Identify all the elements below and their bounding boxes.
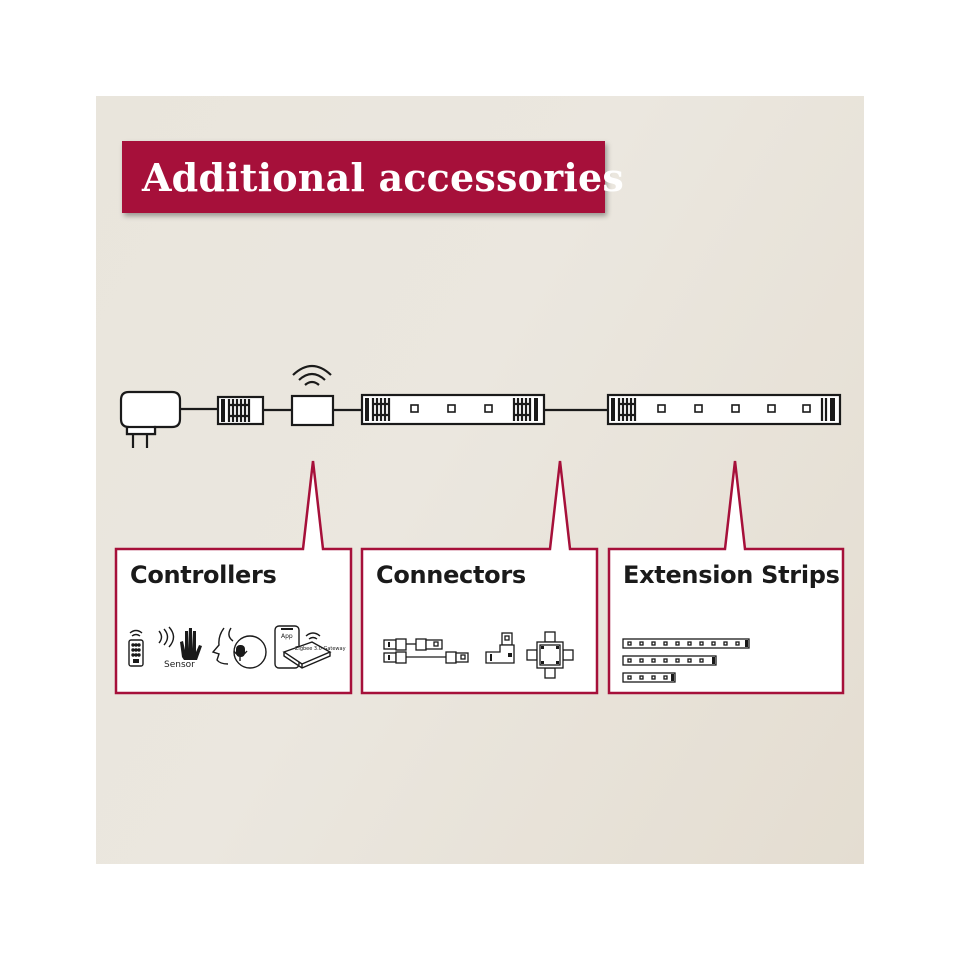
extension-strip-icon — [622, 672, 676, 683]
system-line — [119, 364, 842, 448]
voice-control-icon — [211, 627, 267, 669]
gateway-label: Zigbee 3.0 Gateway — [295, 646, 346, 652]
led-strip-icon — [360, 393, 608, 426]
x-connector-icon — [526, 631, 574, 679]
connector-cable-icon — [383, 651, 469, 664]
connector-cable-icon — [383, 638, 443, 651]
controller-box-icon — [290, 394, 362, 427]
controllers-label: Controllers — [130, 561, 277, 589]
l-connector-icon — [485, 632, 515, 664]
connectors-callout — [360, 460, 599, 695]
extension-strips-callout — [607, 460, 845, 695]
sensor-label: Sensor — [164, 660, 195, 670]
wifi-icon — [292, 364, 332, 386]
app-label: App — [281, 633, 293, 640]
extension-strips-label: Extension Strips — [623, 561, 840, 589]
extension-strip-icon — [622, 638, 750, 649]
led-strip-icon — [606, 393, 842, 426]
page-title: Additional accessories — [142, 154, 624, 200]
gateway-icon — [282, 632, 332, 669]
connector-block-icon — [216, 395, 292, 426]
title-banner: Additional accessories — [122, 141, 624, 213]
hand-sensor-icon — [158, 626, 202, 660]
remote-control-icon — [128, 629, 144, 667]
power-adapter-icon — [119, 390, 218, 448]
extension-strip-icon — [622, 655, 717, 666]
connectors-label: Connectors — [376, 561, 526, 589]
